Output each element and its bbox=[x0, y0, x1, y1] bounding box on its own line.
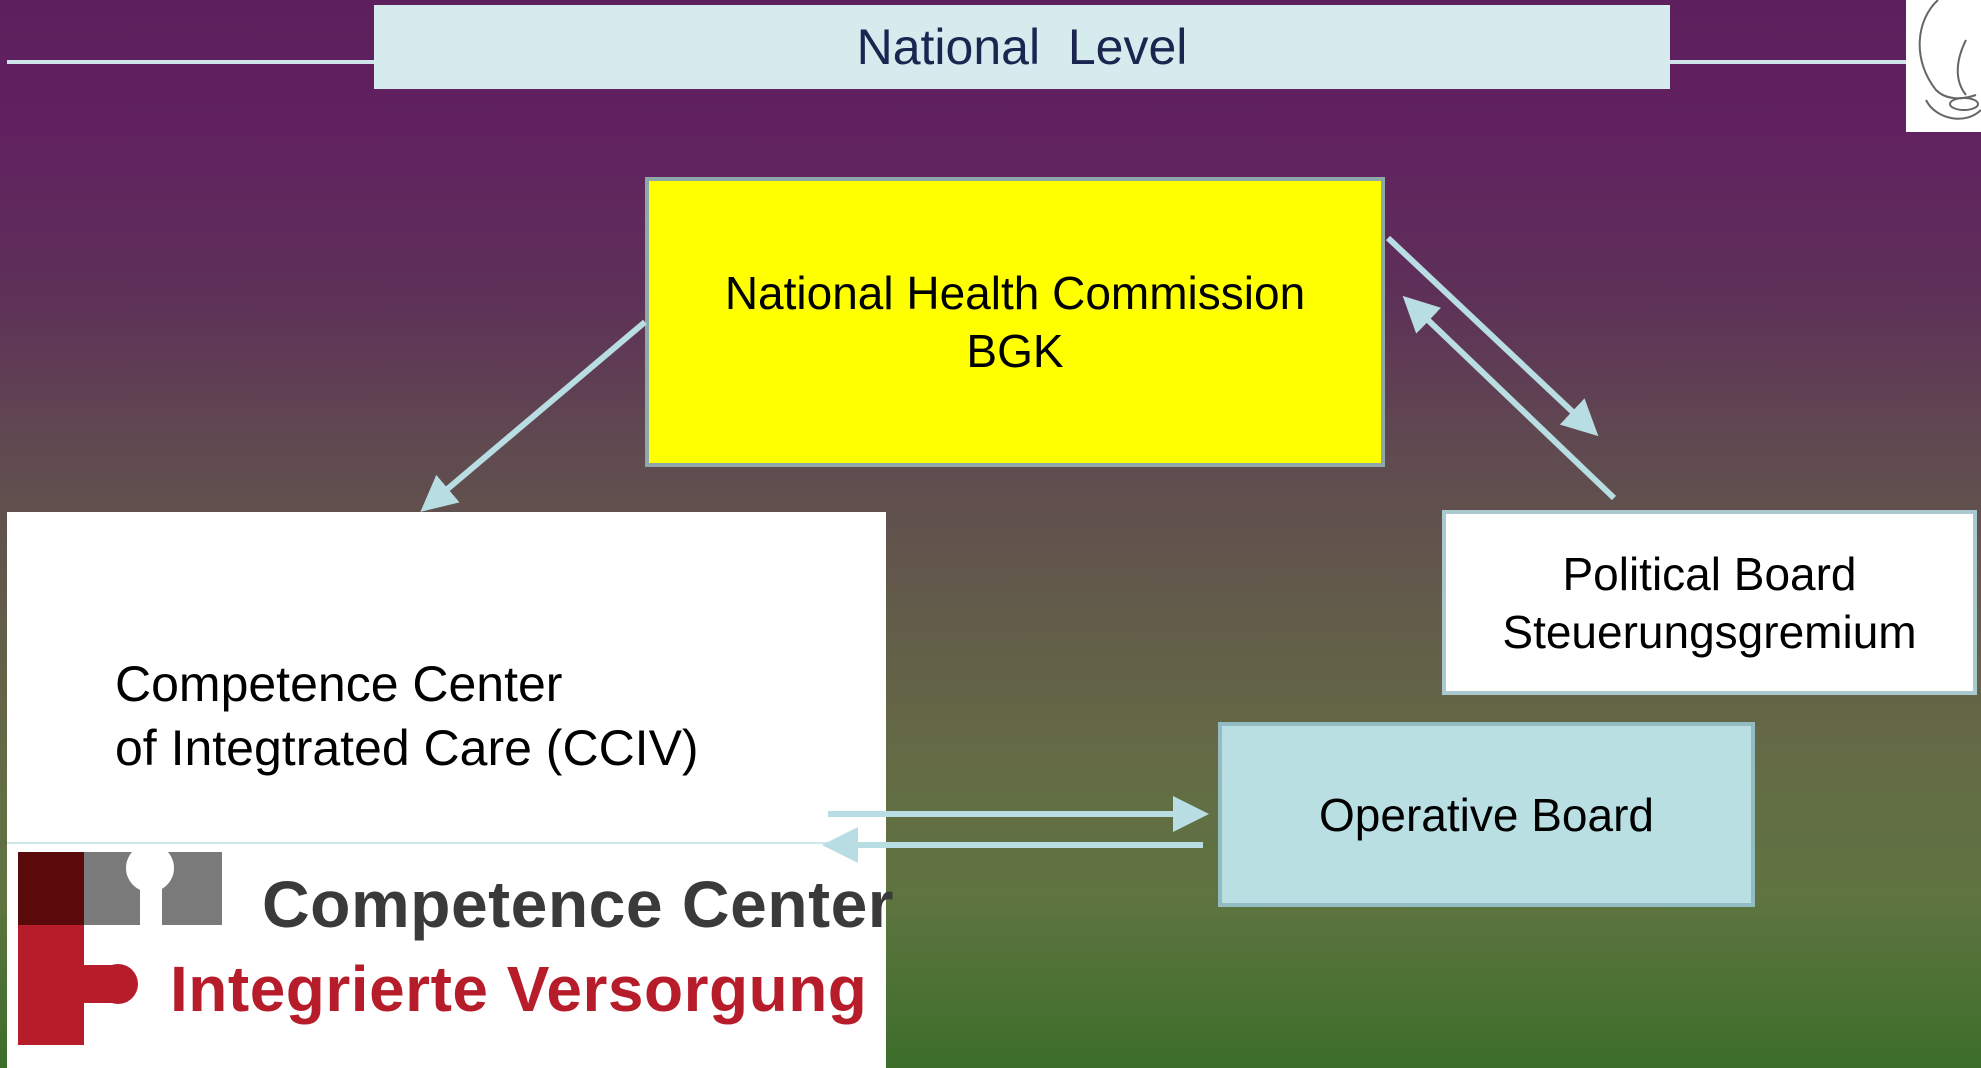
cciv-line-2: of Integtrated Care (CCIV) bbox=[115, 720, 699, 776]
political-board-box: Political Board Steuerungsgremium bbox=[1442, 510, 1977, 695]
corner-logo bbox=[1906, 0, 1981, 132]
nhc-name: National Health Commission bbox=[724, 267, 1306, 319]
arrow-political-to-nhc bbox=[1402, 295, 1617, 501]
cciv-line-1: Competence Center bbox=[115, 656, 563, 712]
political-board-german-name: Steuerungsgremium bbox=[1502, 605, 1917, 658]
arrow-nhc-to-political bbox=[1385, 235, 1599, 437]
operative-board-name: Operative Board bbox=[1319, 788, 1654, 841]
national-health-commission-box: National Health Commission BGK bbox=[645, 177, 1385, 467]
logo-text-competence-center: Competence Center bbox=[262, 867, 894, 941]
nhc-abbrev: BGK bbox=[966, 325, 1064, 377]
swirl-logo-icon bbox=[1918, 0, 1981, 120]
page-title: National Level bbox=[374, 5, 1670, 89]
operative-board-box: Operative Board bbox=[1218, 722, 1755, 907]
political-board-name: Political Board bbox=[1562, 547, 1857, 600]
header-line-right bbox=[1670, 60, 1910, 64]
cciv-label: Competence Center of Integtrated Care (C… bbox=[115, 652, 855, 780]
logo-text-integrierte-versorgung: Integrierte Versorgung bbox=[170, 953, 868, 1025]
header-line-left bbox=[7, 60, 375, 64]
arrow-nhc-to-cciv bbox=[420, 319, 647, 512]
